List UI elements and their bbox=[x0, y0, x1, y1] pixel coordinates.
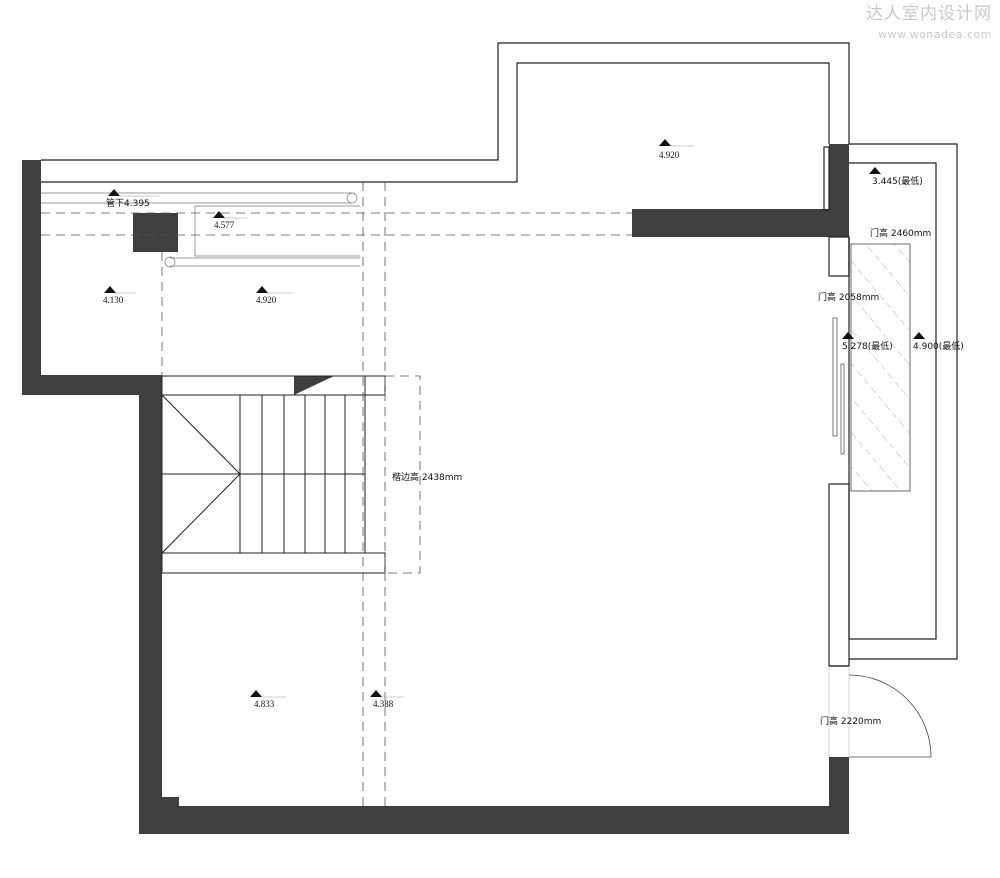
wall-beam bbox=[632, 209, 846, 237]
dim-label-beam-2438: 楷边高 2438mm bbox=[392, 471, 462, 483]
slider-leaf-2 bbox=[840, 363, 845, 455]
slider-leaf-1 bbox=[832, 317, 838, 437]
wall-right-upper bbox=[829, 144, 849, 237]
balcony-outer bbox=[849, 143, 958, 660]
elev-label-pipe: 管下4.395 bbox=[106, 197, 150, 209]
elev-label-4920-top: 4.920 bbox=[659, 150, 680, 160]
walls bbox=[22, 144, 849, 834]
elev-label-4920-left: 4.920 bbox=[256, 295, 277, 305]
dim-label-door-2058: 门高 2058mm bbox=[818, 291, 879, 303]
wall-bottom bbox=[139, 806, 849, 834]
watermark-brand: 达人室内设计网 bbox=[866, 4, 992, 24]
wall-right-pier-1 bbox=[828, 236, 850, 277]
glass-panel bbox=[850, 243, 911, 492]
elev-marker-4900 bbox=[913, 332, 925, 339]
wall-left-lower bbox=[139, 375, 162, 834]
staircase bbox=[161, 375, 386, 574]
dash-beam-box bbox=[385, 375, 421, 574]
winder-2 bbox=[161, 473, 241, 554]
thin-walls bbox=[41, 42, 958, 667]
pipe-2 bbox=[194, 205, 360, 257]
elev-label-4577: 4.577 bbox=[214, 220, 235, 230]
swing-door bbox=[828, 666, 932, 758]
stair-arrow bbox=[294, 376, 334, 395]
elev-marker-pipe bbox=[108, 189, 120, 196]
winder-1 bbox=[161, 394, 241, 475]
elev-marker-3445 bbox=[869, 167, 881, 174]
pipe-3-end bbox=[164, 256, 176, 268]
stair-top-band bbox=[161, 375, 386, 396]
door-swing-arc bbox=[848, 674, 932, 758]
elev-label-4130: 4.130 bbox=[103, 295, 124, 305]
pipe-1-end bbox=[346, 192, 358, 204]
outline-inner-top bbox=[41, 62, 830, 183]
elev-marker-4920-left bbox=[256, 286, 268, 293]
column bbox=[133, 213, 178, 252]
wall-right-pier-2 bbox=[828, 483, 850, 667]
stair-bottom-band bbox=[161, 552, 386, 574]
elevation-underlines bbox=[116, 145, 694, 698]
wall-notch bbox=[162, 797, 179, 807]
pipes bbox=[41, 192, 360, 268]
watermark-url: www.wonadea.com bbox=[878, 28, 992, 41]
outline-outer-top bbox=[41, 42, 850, 161]
elev-marker-4577 bbox=[213, 211, 225, 218]
elev-label-3445: 3.445(最低) bbox=[872, 175, 923, 187]
wall-right-lower bbox=[829, 757, 849, 834]
wall-landing bbox=[22, 375, 162, 395]
elev-marker-5278 bbox=[842, 332, 854, 339]
elev-marker-4130 bbox=[104, 286, 116, 293]
elev-label-4900: 4.900(最低) bbox=[913, 340, 964, 352]
elev-marker-4388 bbox=[370, 690, 382, 697]
elev-label-4833: 4.833 bbox=[254, 699, 275, 709]
wall-left-upper bbox=[22, 160, 41, 395]
elev-marker-4833 bbox=[250, 690, 262, 697]
elev-marker-4920-top bbox=[659, 139, 671, 146]
beam-dashes bbox=[41, 182, 632, 806]
wall-right-jamb-top bbox=[823, 146, 830, 211]
elev-label-4388: 4.388 bbox=[373, 699, 394, 709]
dim-label-door-2460: 门高 2460mm bbox=[870, 227, 931, 239]
sliding-door bbox=[832, 317, 845, 455]
elev-label-5278: 5.278(最低) bbox=[842, 340, 893, 352]
elevation-marks bbox=[104, 139, 925, 697]
dim-label-door-2220: 门高 2220mm bbox=[820, 715, 881, 727]
